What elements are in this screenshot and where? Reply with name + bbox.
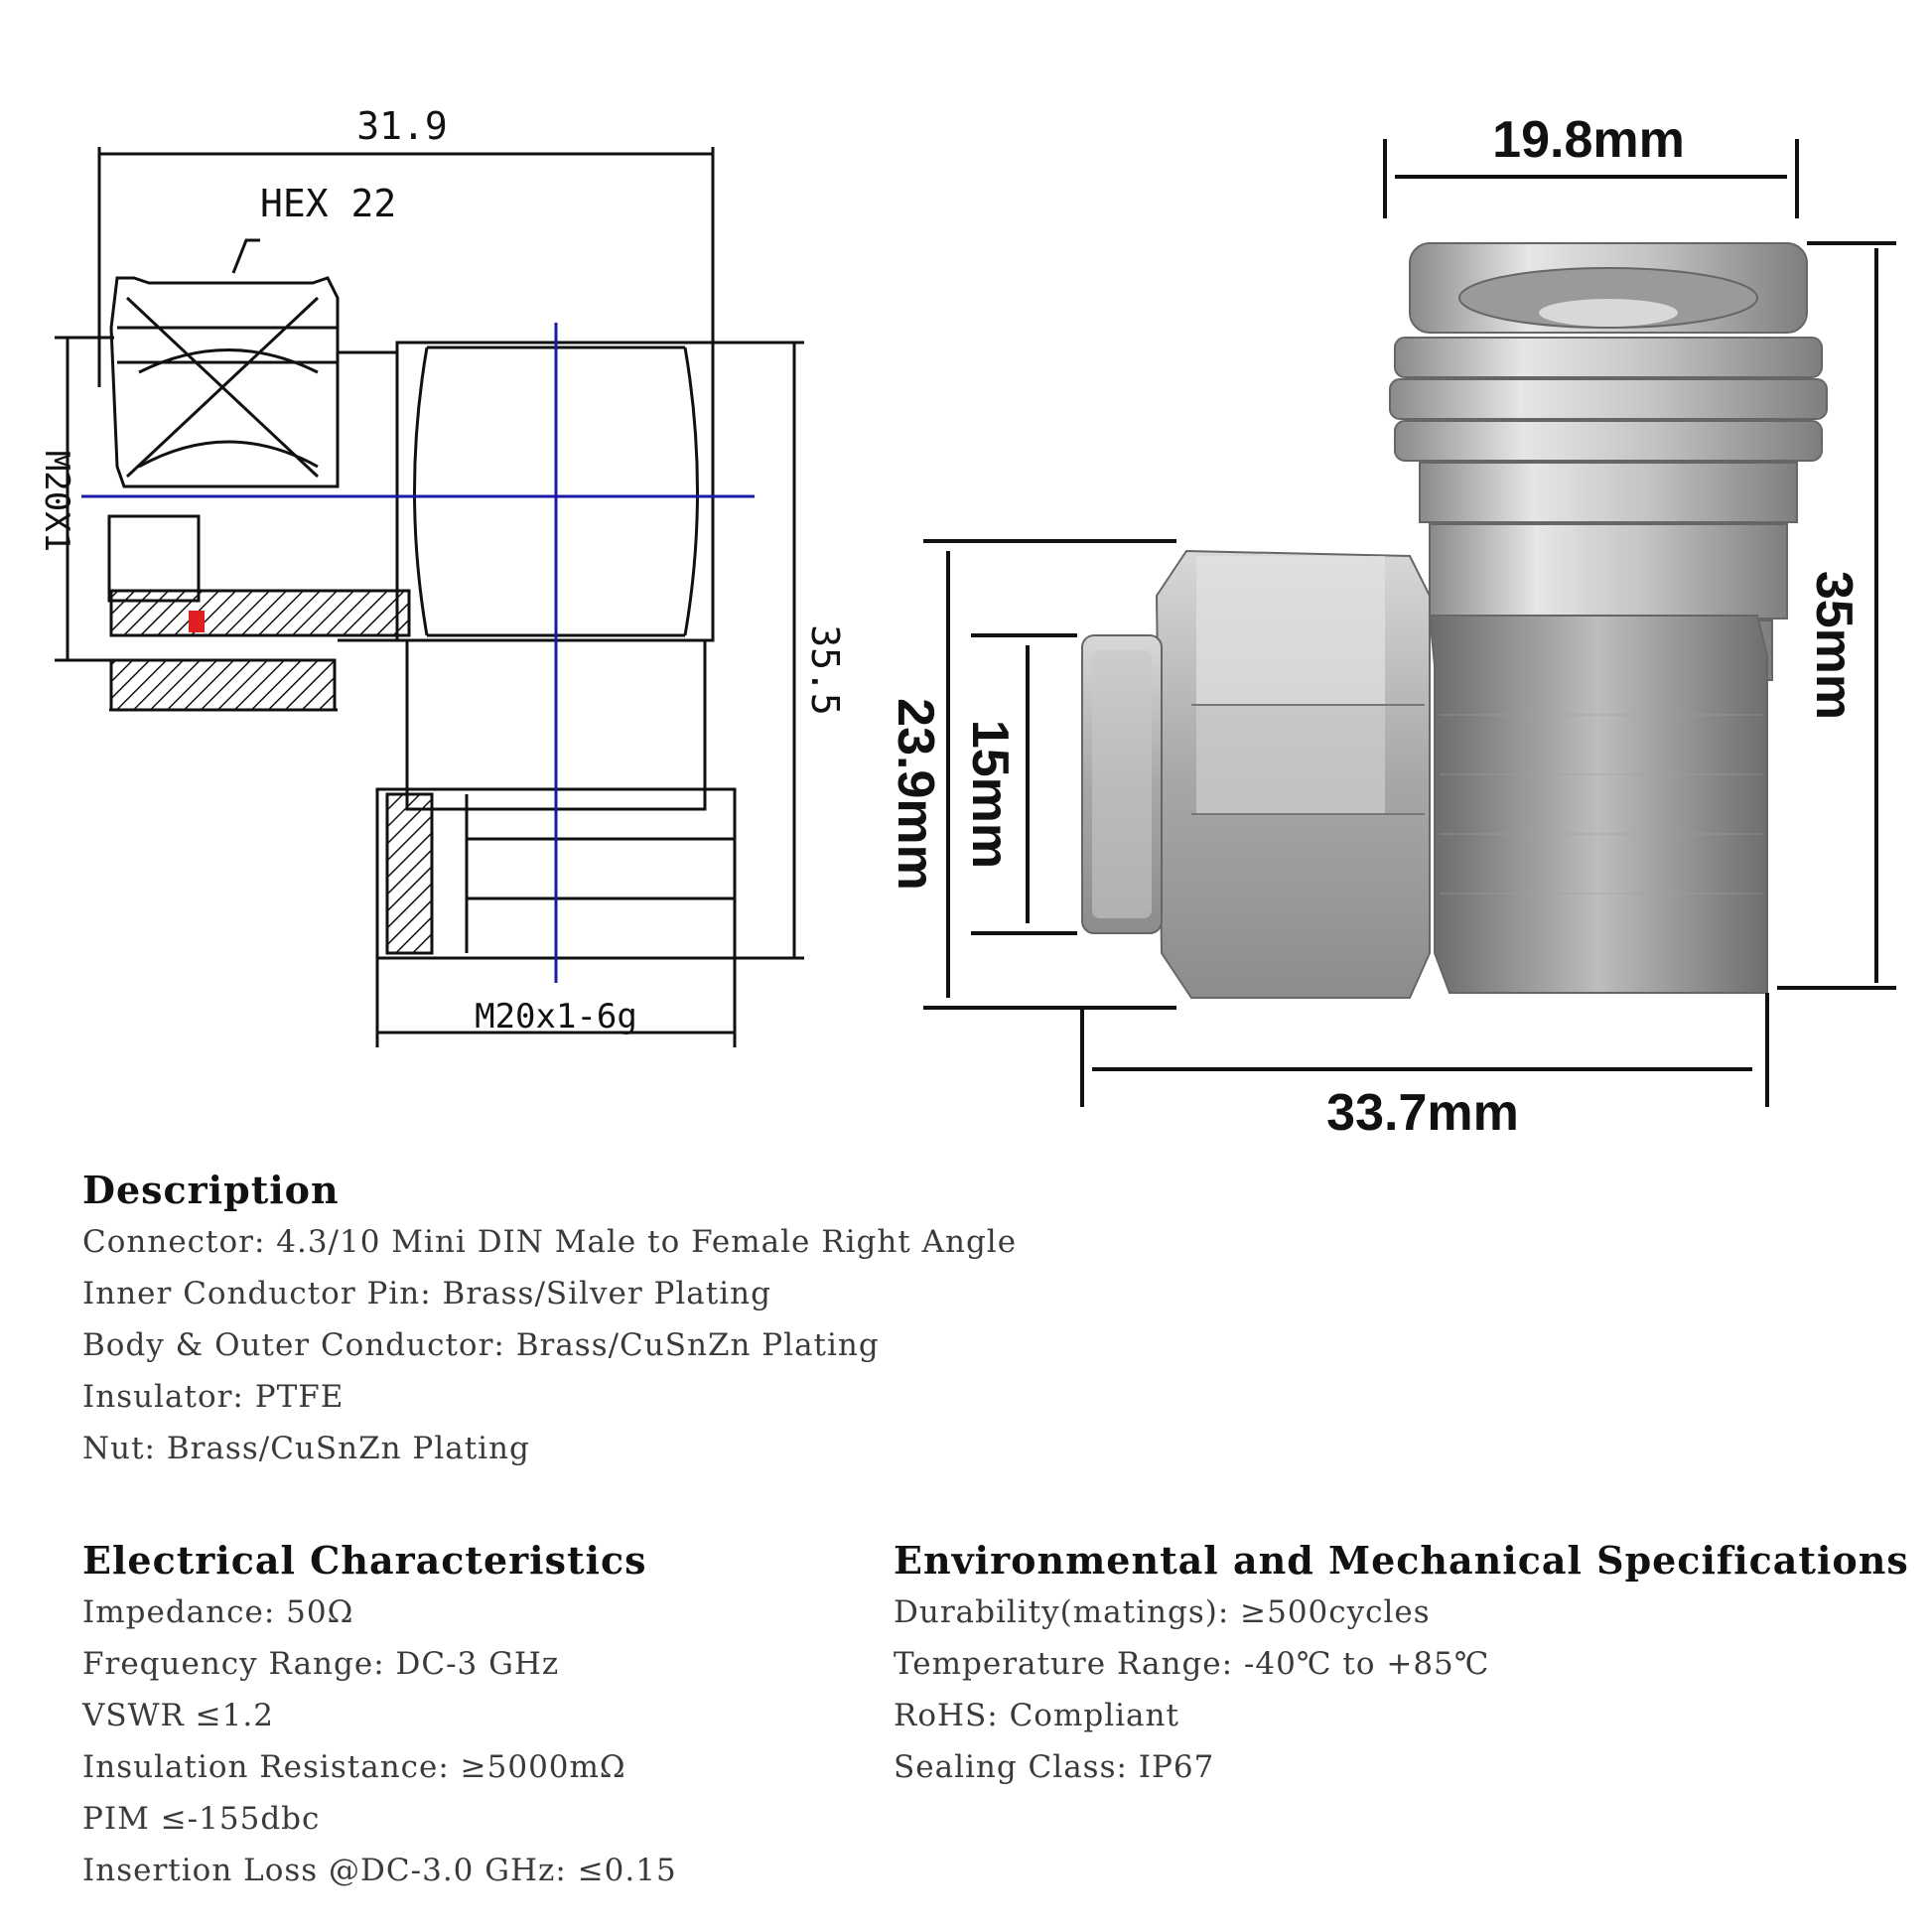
description-line: Inner Conductor Pin: Brass/Silver Platin… xyxy=(82,1276,771,1311)
drawing-dim-right: 35.5 xyxy=(803,624,847,716)
electrical-heading: Electrical Characteristics xyxy=(82,1538,647,1583)
electrical-line: Insulation Resistance: ≥5000mΩ xyxy=(82,1749,626,1785)
drawing-thread-bottom: M20x1-6g xyxy=(475,997,637,1036)
environmental-line: Sealing Class: IP67 xyxy=(894,1749,1215,1785)
electrical-line: PIM ≤-155dbc xyxy=(82,1801,321,1837)
drawing-thread-left: M20X1 xyxy=(37,451,76,552)
description-line: Body & Outer Conductor: Brass/CuSnZn Pla… xyxy=(82,1327,880,1363)
photo-dim-left-inner: 15mm xyxy=(961,720,1019,869)
connector-body xyxy=(1428,615,1768,994)
electrical-line: Frequency Range: DC-3 GHz xyxy=(82,1646,560,1682)
photo-dim-bottom: 33.7mm xyxy=(1326,1084,1519,1142)
connector-male-plug xyxy=(1081,634,1163,934)
environmental-heading: Environmental and Mechanical Specificati… xyxy=(894,1538,1909,1583)
drawing-dim-top: 31.9 xyxy=(356,104,448,148)
description-heading: Description xyxy=(82,1168,340,1212)
description-line: Nut: Brass/CuSnZn Plating xyxy=(82,1431,530,1466)
environmental-section: Environmental and Mechanical Specificati… xyxy=(894,1537,1909,1793)
electrical-line: VSWR ≤1.2 xyxy=(82,1698,274,1733)
photo-dim-top: 19.8mm xyxy=(1492,111,1685,169)
electrical-line: Insertion Loss @DC-3.0 GHz: ≤0.15 xyxy=(82,1853,677,1888)
environmental-line: Temperature Range: -40℃ to +85℃ xyxy=(894,1646,1490,1682)
technical-drawing: 31.9 HEX 22 M20X1 35.5 M20x1-6g xyxy=(37,104,847,1047)
photo-dim-right: 35mm xyxy=(1805,571,1863,720)
electrical-section: Electrical Characteristics Impedance: 50… xyxy=(82,1537,677,1896)
product-photo: 19.8mm 35mm 23.9mm 15mm 33.7mm xyxy=(887,111,1896,1142)
description-line: Insulator: PTFE xyxy=(82,1379,345,1415)
drawing-hex-label: HEX 22 xyxy=(260,182,396,225)
description-line: Connector: 4.3/10 Mini DIN Male to Femal… xyxy=(82,1224,1018,1260)
connector-hex-nut xyxy=(1155,549,1431,999)
description-section: Description Connector: 4.3/10 Mini DIN M… xyxy=(82,1167,1017,1474)
environmental-line: Durability(matings): ≥500cycles xyxy=(894,1594,1431,1630)
electrical-line: Impedance: 50Ω xyxy=(82,1594,354,1630)
environmental-line: RoHS: Compliant xyxy=(894,1698,1179,1733)
photo-dim-left-outer: 23.9mm xyxy=(887,698,944,891)
